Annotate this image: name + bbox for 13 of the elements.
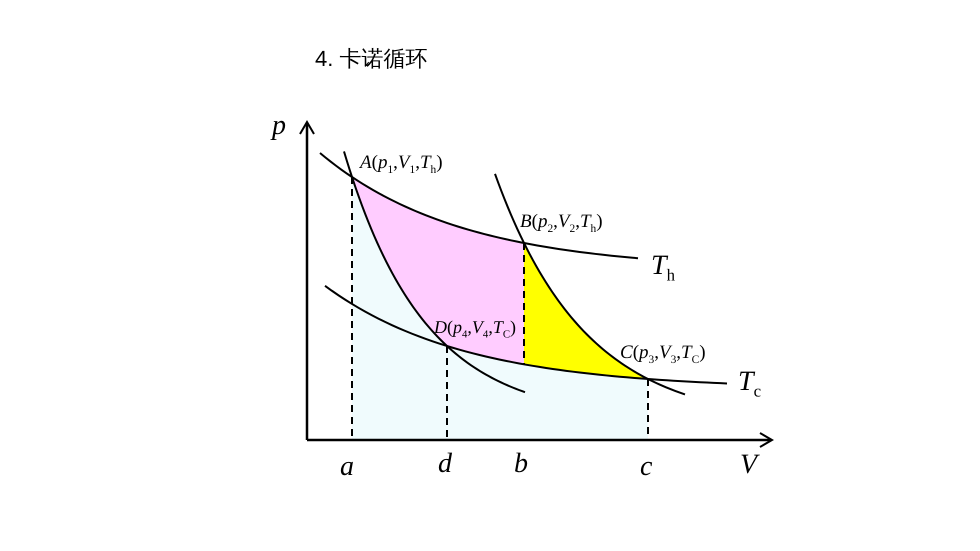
curve-label: T$_{h}$	[651, 252, 675, 284]
axis-label: p	[272, 112, 286, 140]
point-label: B(p$_{2}$,V$_{2}$,T$_{h}$)	[520, 212, 603, 236]
tick-label: a	[340, 453, 354, 481]
curve-label: T$_{c}$	[738, 368, 762, 400]
point-label: D(p$_{4}$,V$_{4}$,T$_{C}$)	[434, 318, 516, 340]
tick-label: c	[640, 453, 652, 481]
tick-label: d	[438, 450, 452, 478]
tick-label: b	[514, 450, 528, 478]
title: 4. 卡诺循环	[315, 45, 428, 73]
axis-label: V	[740, 451, 758, 479]
point-label: C(p$_{3}$,V$_{3}$,T$_{C}$)	[620, 343, 706, 366]
point-label: A(p$_{1}$,V$_{1}$,T$_{h}$)	[360, 153, 443, 176]
